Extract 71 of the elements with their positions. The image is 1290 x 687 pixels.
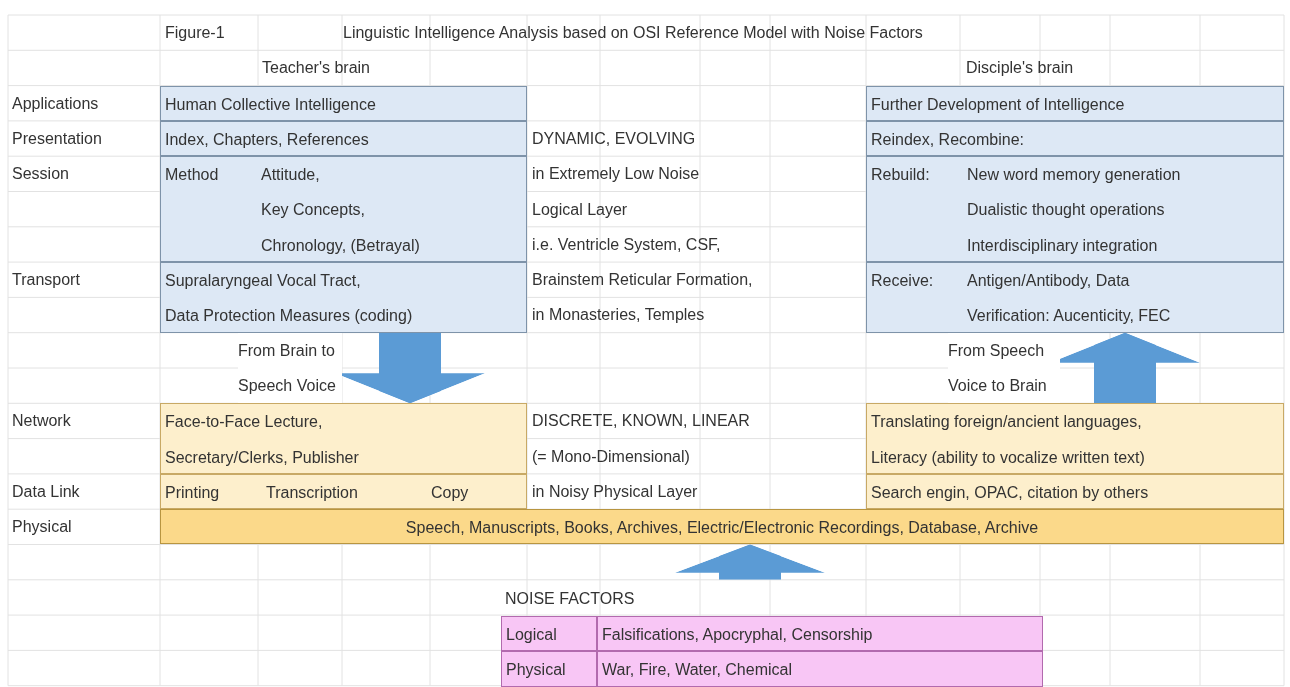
layer-label: Brainstem Reticular Formation, — [532, 270, 753, 291]
cell-text: Dualistic thought operations — [967, 200, 1165, 221]
layer-box — [160, 156, 527, 263]
physical-layer-bar — [160, 509, 1284, 545]
cell-text: Index, Chapters, References — [165, 129, 369, 150]
cell-text: Literacy (ability to vocalize written text) — [871, 447, 1145, 468]
layer-label: i.e. Ventricle System, CSF, — [532, 234, 721, 255]
layer-label: Transport — [12, 270, 80, 291]
layer-box — [866, 120, 1284, 157]
layer-box — [866, 473, 1284, 510]
cell-text: Face-to-Face Lecture, — [165, 412, 323, 433]
cell-text: Interdisciplinary integration — [967, 235, 1158, 256]
cell-text: Receive: — [871, 271, 934, 292]
cell-text: Chronology, (Betrayal) — [261, 235, 420, 256]
cell-text: Further Development of Intelligence — [871, 94, 1125, 115]
layer-box — [160, 120, 527, 157]
cell-text: Search engin, OPAC, citation by others — [871, 482, 1149, 503]
layer-label: Disciple's brain — [966, 58, 1074, 79]
layer-label: Figure-1 — [165, 23, 225, 43]
layer-box — [866, 403, 1284, 474]
layer-box — [160, 85, 527, 121]
layer-box — [866, 262, 1284, 333]
noise-table-cell — [501, 651, 597, 687]
cell-text: Printing — [165, 482, 220, 503]
layer-label: DISCRETE, KNOWN, LINEAR — [532, 411, 750, 432]
cell-text: New word memory generation — [967, 165, 1181, 186]
cell-text: Supralaryngeal Vocal Tract, — [165, 271, 361, 292]
layer-box — [160, 473, 527, 510]
cell-text: Method — [165, 165, 219, 186]
cell-text: War, Fire, Water, Chemical — [602, 660, 792, 681]
cell-text: Human Collective Intelligence — [165, 94, 376, 115]
cell-text: Key Concepts, — [261, 200, 366, 221]
layer-box — [160, 262, 527, 333]
layer-box — [866, 85, 1284, 121]
cell-text: Reindex, Recombine: — [871, 129, 1024, 150]
cell-text: Speech, Manuscripts, Books, Archives, Electric/Electronic Recordings, Database, Archive — [404, 518, 1040, 539]
layer-label: (= Mono-Dimensional) — [532, 446, 690, 467]
cell-text: Translating foreign/ancient languages, — [871, 412, 1142, 433]
layer-label: in Monasteries, Temples — [532, 305, 705, 326]
noise-table-cell — [501, 616, 597, 652]
cell-text: Secretary/Clerks, Publisher — [165, 447, 359, 468]
layer-label: DYNAMIC, EVOLVING — [532, 128, 696, 149]
layer-label: Presentation — [12, 128, 102, 149]
edge-label: From Brain to Speech Voice — [238, 332, 342, 404]
cell-text: Antigen/Antibody, Data — [967, 271, 1130, 292]
layer-box — [866, 156, 1284, 263]
table-heading: NOISE FACTORS — [505, 588, 635, 609]
noise-table-cell — [597, 651, 1043, 687]
cell-text: Transcription — [266, 482, 358, 503]
layer-label: in Extremely Low Noise — [532, 164, 700, 185]
cell-text: Verification: Aucenticity, FEC — [967, 306, 1171, 327]
block-arrow — [675, 544, 825, 580]
diagram-title: Linguistic Intelligence Analysis based on OSI Reference Model with Noise Factors — [343, 23, 923, 43]
cell-text: Attitude, — [261, 165, 320, 186]
layer-box — [160, 403, 527, 474]
cell-text: Rebuild: — [871, 165, 930, 186]
cell-text: Falsifications, Apocryphal, Censorship — [602, 625, 873, 646]
cell-text: Data Protection Measures (coding) — [165, 306, 413, 327]
layer-label: Data Link — [12, 481, 80, 502]
cell-text: Physical — [506, 660, 566, 681]
layer-label: Logical Layer — [532, 199, 628, 220]
cell-text: Copy — [431, 482, 469, 503]
layer-label: Network — [12, 411, 71, 432]
layer-label: in Noisy Physical Layer — [532, 481, 698, 502]
layer-label: Applications — [12, 93, 99, 114]
layer-label: Teacher's brain — [262, 58, 370, 79]
noise-table-cell — [597, 616, 1043, 652]
layer-label: Physical — [12, 517, 72, 538]
cell-text: Logical — [506, 625, 557, 646]
edge-label: From Speech Voice to Brain — [948, 332, 1060, 404]
layer-label: Session — [12, 164, 69, 185]
